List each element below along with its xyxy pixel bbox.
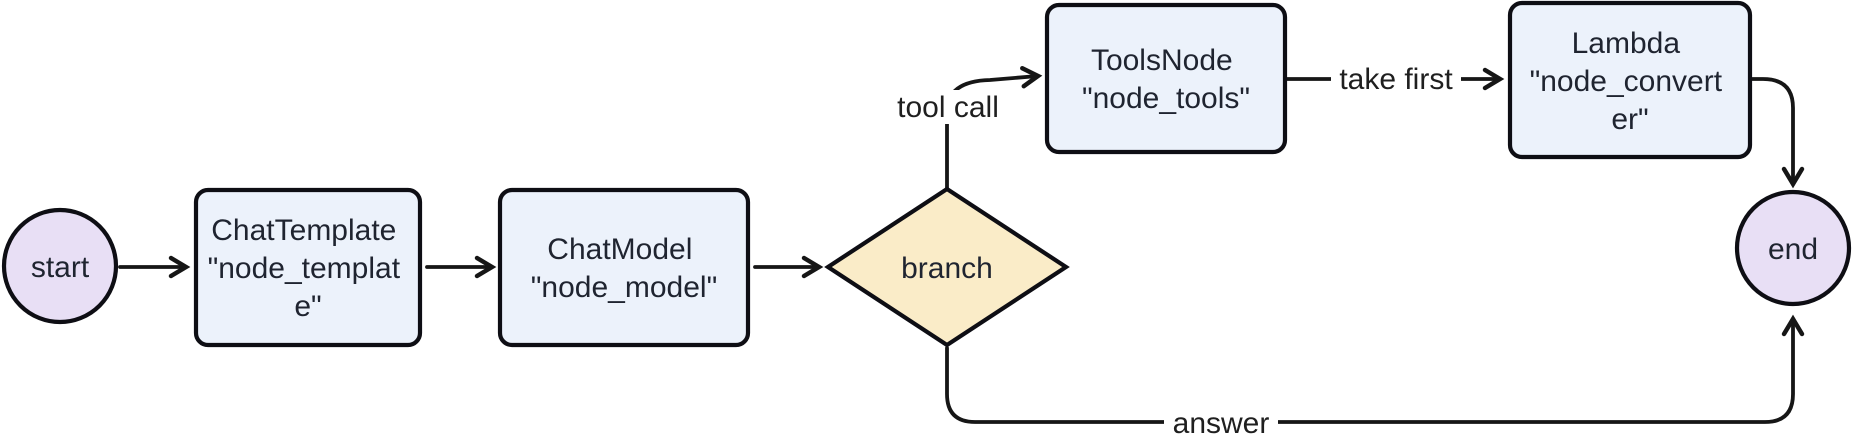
converter-node-shape <box>1507 0 1753 160</box>
node-label-line: er" <box>1611 103 1648 136</box>
edge-label-tool-call: tool call <box>890 90 1008 124</box>
tools-node-shape <box>1044 2 1288 155</box>
tools-node-label: ToolsNode "node_tools" <box>1082 44 1250 115</box>
node-label-line: Lambda <box>1572 27 1681 60</box>
node-branch: branch <box>824 186 1070 348</box>
edge-converter-to-end <box>1748 77 1805 189</box>
node-label-line: "node_templat <box>208 252 401 285</box>
chat-model-node-label: ChatModel "node_model" <box>531 233 717 304</box>
edge-label-text-tool-call: tool call <box>897 91 999 124</box>
node-label-line: ChatTemplate <box>211 214 396 247</box>
edge-label-bg <box>890 90 1008 124</box>
start-node-shape <box>1 207 119 325</box>
node-start: start <box>1 207 119 325</box>
edge-label-text-answer: answer <box>1173 407 1270 440</box>
edge-label-bg <box>1331 62 1461 96</box>
node-label-line: "node_convert <box>1530 65 1723 98</box>
node-label-line: ChatModel <box>547 233 692 266</box>
node-label-line: "node_tools" <box>1082 82 1250 115</box>
node-chat-model: ChatModel "node_model" <box>497 187 751 348</box>
edge-label-text-take-first: take first <box>1339 63 1453 96</box>
converter-node-label: Lambda "node_convert er" <box>1530 27 1731 136</box>
end-node-label: end <box>1768 233 1818 266</box>
end-node-shape <box>1734 189 1852 307</box>
chat-template-node-shape <box>193 187 423 348</box>
node-label-line: e" <box>294 290 321 323</box>
edge-label-bg <box>1164 406 1278 440</box>
node-converter: Lambda "node_convert er" <box>1507 0 1753 160</box>
edge-branch-to-end <box>945 314 1805 424</box>
start-node-label: start <box>31 251 90 284</box>
node-tools: ToolsNode "node_tools" <box>1044 2 1288 155</box>
chat-template-node-label: ChatTemplate "node_templat e" <box>208 214 409 323</box>
chat-model-node-shape <box>497 187 751 348</box>
node-label-line: ToolsNode <box>1091 44 1233 77</box>
node-chat-template: ChatTemplate "node_templat e" <box>193 187 423 348</box>
node-label-line: "node_model" <box>531 271 717 304</box>
edge-label-answer: answer <box>1164 406 1278 440</box>
branch-node-label: branch <box>901 252 993 285</box>
node-end: end <box>1734 189 1852 307</box>
branch-node-shape <box>824 186 1070 348</box>
edge-label-take-first: take first <box>1331 62 1461 96</box>
